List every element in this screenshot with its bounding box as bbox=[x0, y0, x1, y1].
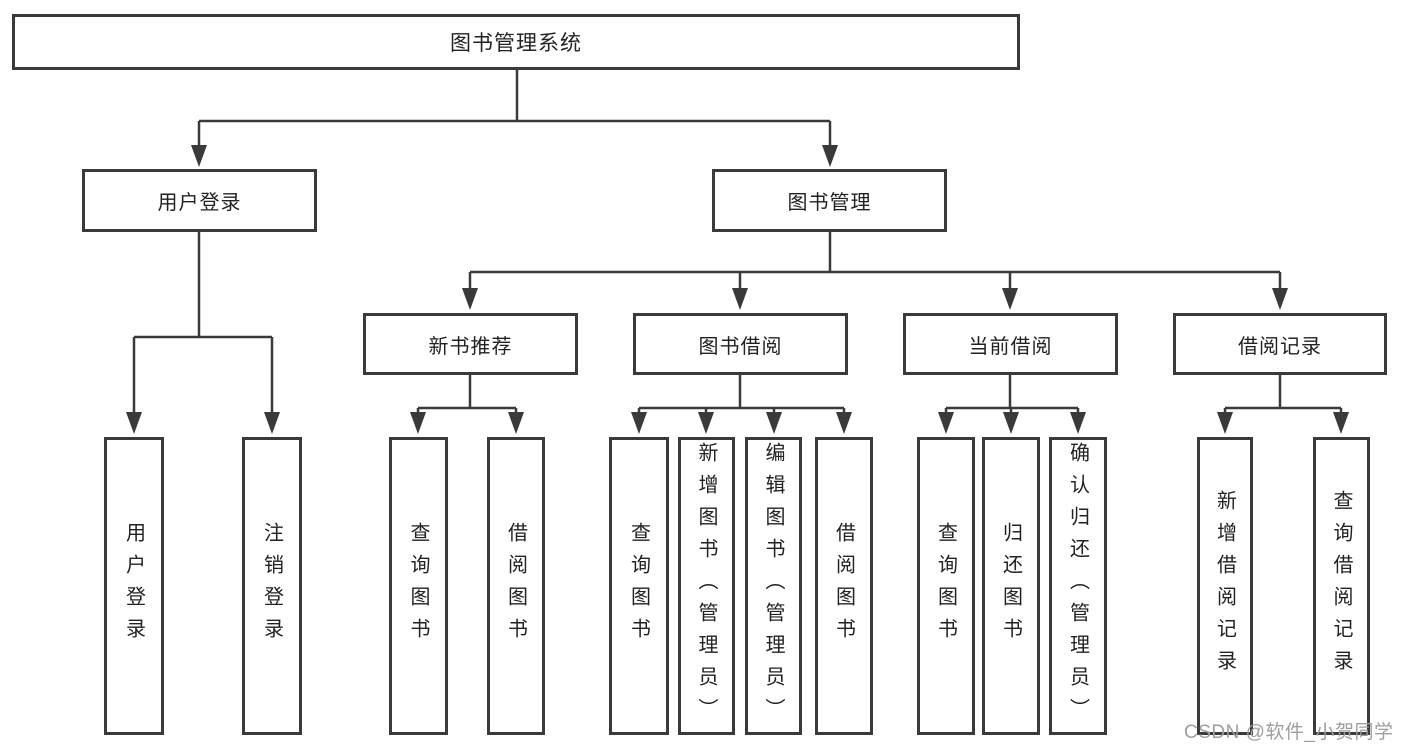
node-label: 新增图书（管理员） bbox=[695, 442, 717, 730]
node-label: 图书管理系统 bbox=[450, 32, 582, 55]
leaf-borrow-books-recommend: 借阅图书 bbox=[487, 437, 545, 735]
node-borrow-records: 借阅记录 bbox=[1173, 313, 1387, 375]
node-label: 借阅图书 bbox=[832, 522, 855, 650]
leaf-query-books-borrow: 查询图书 bbox=[609, 437, 669, 735]
leaf-borrow-books: 借阅图书 bbox=[815, 437, 873, 735]
node-label: 当前借阅 bbox=[968, 335, 1053, 358]
node-label: 注销登录 bbox=[260, 522, 283, 650]
node-label: 查询图书 bbox=[627, 522, 650, 650]
leaf-add-borrow-record: 新增借阅记录 bbox=[1197, 437, 1253, 735]
node-label: 用户登录 bbox=[157, 192, 242, 214]
leaf-add-book-admin: 新增图书（管理员） bbox=[678, 437, 735, 735]
leaf-return-book: 归还图书 bbox=[982, 437, 1040, 735]
node-label: 用户登录 bbox=[122, 522, 145, 650]
node-user-login: 用户登录 bbox=[82, 169, 317, 232]
node-label: 查询图书 bbox=[407, 522, 429, 650]
node-book-borrow: 图书借阅 bbox=[633, 313, 848, 375]
leaf-query-borrow-record: 查询借阅记录 bbox=[1313, 437, 1370, 735]
node-label: 确认归还（管理员） bbox=[1066, 442, 1089, 730]
node-label: 借阅图书 bbox=[504, 522, 527, 650]
node-book-management: 图书管理 bbox=[712, 169, 947, 232]
node-library-system: 图书管理系统 bbox=[12, 14, 1020, 70]
node-label: 图书借阅 bbox=[698, 335, 783, 358]
node-label: 编辑图书（管理员） bbox=[762, 442, 784, 730]
leaf-edit-book-admin: 编辑图书（管理员） bbox=[745, 437, 802, 735]
node-label: 归还图书 bbox=[999, 522, 1022, 650]
node-label: 借阅记录 bbox=[1238, 335, 1322, 358]
node-label: 查询借阅记录 bbox=[1330, 490, 1352, 682]
node-label: 新书推荐 bbox=[428, 335, 513, 358]
leaf-logout: 注销登录 bbox=[242, 437, 302, 735]
node-label: 图书管理 bbox=[787, 192, 872, 214]
watermark-csdn: CSDN @软件_小贺同学 bbox=[1184, 722, 1394, 743]
node-label: 新增借阅记录 bbox=[1213, 490, 1236, 682]
node-current-borrow: 当前借阅 bbox=[903, 313, 1118, 375]
leaf-query-books-current: 查询图书 bbox=[917, 437, 975, 735]
leaf-user-login: 用户登录 bbox=[104, 437, 164, 735]
leaf-confirm-return-admin: 确认归还（管理员） bbox=[1049, 437, 1107, 735]
leaf-query-books-recommend: 查询图书 bbox=[389, 437, 448, 735]
node-new-book-recommend: 新书推荐 bbox=[363, 313, 578, 375]
node-label: 查询图书 bbox=[934, 522, 957, 650]
